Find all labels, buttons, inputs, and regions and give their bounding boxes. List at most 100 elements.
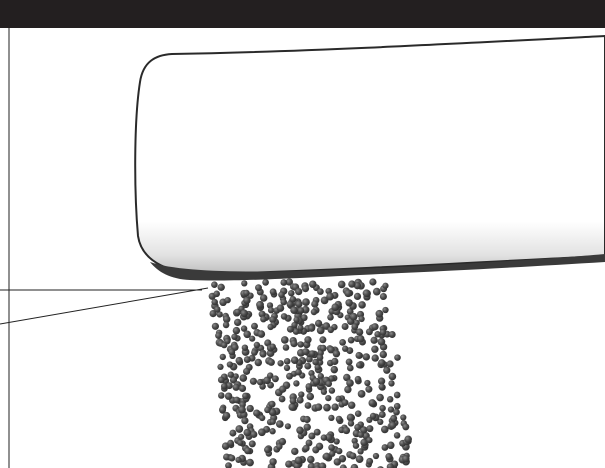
particle: [372, 354, 379, 361]
particle-stream: [209, 278, 412, 468]
particle: [331, 303, 339, 311]
particle: [260, 316, 266, 322]
particle: [256, 301, 264, 309]
particle: [239, 385, 246, 392]
particle: [308, 432, 315, 439]
particle: [366, 437, 372, 443]
particle: [344, 289, 352, 297]
particle: [225, 462, 232, 468]
particle: [323, 453, 331, 461]
particle: [353, 442, 359, 448]
particle: [243, 368, 250, 375]
particle: [315, 403, 322, 410]
particle: [340, 464, 347, 468]
particle: [297, 397, 304, 404]
particle: [388, 380, 394, 386]
particle: [304, 416, 311, 423]
particle: [366, 328, 373, 335]
particle: [229, 430, 236, 437]
particle: [328, 327, 335, 334]
particle: [254, 342, 260, 348]
particle: [379, 411, 386, 418]
particle: [228, 349, 235, 356]
particle: [378, 338, 386, 346]
particle: [229, 455, 236, 462]
particle: [269, 401, 276, 408]
particle: [215, 332, 222, 339]
particle: [244, 356, 251, 363]
particle: [304, 336, 311, 343]
particle: [323, 404, 331, 412]
particle: [389, 331, 396, 338]
particle: [380, 351, 387, 358]
slab-block: [135, 36, 605, 281]
particle: [307, 456, 315, 464]
particle: [355, 352, 362, 359]
particle: [280, 299, 287, 306]
particle: [366, 425, 373, 432]
particle: [327, 314, 334, 321]
particle: [394, 354, 401, 361]
particle: [232, 384, 239, 391]
particle: [295, 300, 302, 307]
particle: [302, 348, 309, 355]
particle: [346, 358, 353, 365]
particle: [211, 299, 217, 305]
particle: [255, 284, 262, 291]
particle: [212, 323, 219, 330]
particle: [290, 398, 297, 405]
particle: [250, 378, 257, 385]
particle: [284, 358, 291, 365]
particle: [357, 448, 363, 454]
particle: [237, 440, 243, 446]
particle: [249, 440, 256, 447]
particle: [348, 401, 355, 408]
particle: [295, 288, 302, 295]
particle: [244, 447, 251, 454]
particle: [355, 376, 362, 383]
particle: [394, 392, 401, 399]
particle: [302, 285, 309, 292]
particle: [234, 319, 241, 326]
particle: [280, 279, 287, 286]
particle: [286, 373, 293, 380]
particle: [279, 386, 286, 393]
particle: [343, 427, 350, 434]
particle: [347, 414, 355, 422]
particle: [296, 427, 303, 434]
particle: [283, 344, 290, 351]
particle: [311, 300, 318, 307]
particle: [223, 412, 231, 420]
particle: [336, 416, 343, 423]
particle: [378, 359, 385, 366]
particle: [379, 384, 386, 391]
particle: [233, 327, 240, 334]
particle: [369, 278, 376, 285]
particle: [241, 280, 247, 286]
particle: [290, 340, 297, 347]
particle: [231, 334, 237, 340]
particle: [331, 358, 338, 365]
particle: [342, 399, 349, 406]
particle: [247, 405, 254, 412]
particle: [250, 431, 257, 438]
particle: [281, 336, 289, 344]
particle: [346, 379, 354, 387]
callout-lines: [0, 288, 208, 324]
particle: [211, 281, 218, 288]
particle: [402, 423, 409, 430]
particle: [238, 406, 246, 414]
particle: [242, 344, 248, 350]
particle: [243, 297, 250, 304]
particle: [317, 354, 324, 361]
particle: [268, 307, 274, 313]
particle: [270, 419, 276, 425]
particle: [295, 457, 303, 465]
particle: [319, 336, 326, 343]
particle: [315, 320, 322, 327]
particle: [348, 280, 355, 287]
particle: [328, 415, 334, 421]
particle: [363, 353, 370, 360]
particle: [376, 394, 384, 402]
particle: [309, 280, 317, 288]
